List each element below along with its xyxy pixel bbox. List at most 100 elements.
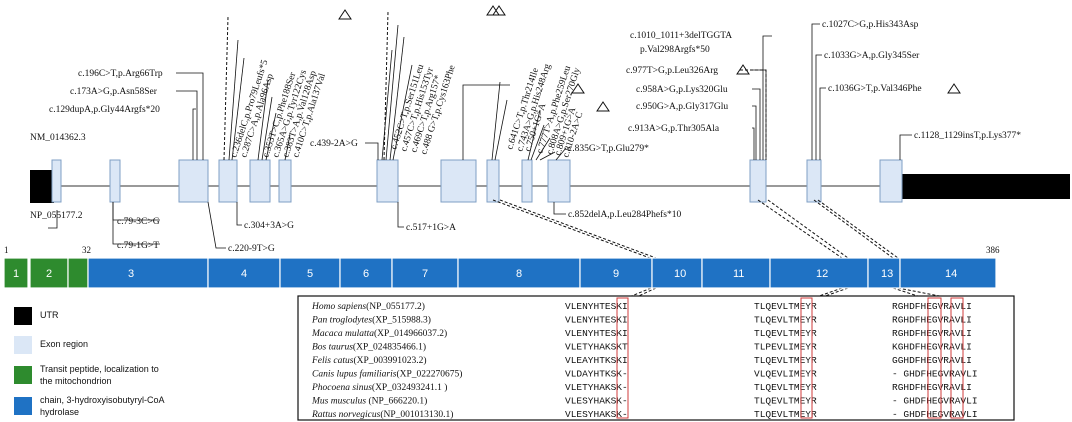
protein-segment — [457, 257, 581, 289]
sequence-segment: TLQEVLTMEYR — [754, 409, 817, 420]
leader-line — [389, 36, 405, 161]
protein-segment — [867, 257, 901, 289]
mutation-label: c.1010_1011+3delTGGTA — [630, 31, 732, 41]
species-name: Bos taurus(XP_024835466.1) — [312, 342, 426, 353]
highlight-column — [950, 297, 964, 419]
sequence-segment: TLQEVLTMEYR — [754, 301, 817, 312]
sequence-segment: RGHDFHEGVRAVLI — [892, 328, 972, 339]
exon-block — [749, 159, 767, 203]
leader-line — [284, 134, 291, 161]
leader-line — [762, 35, 772, 160]
mutation-label: c.129dupA,p.Gly44Argfs*20 — [49, 104, 160, 115]
exon-block — [109, 159, 121, 203]
sequence-segment: VLETYHAKSK- — [565, 382, 628, 393]
species-name: Pan troglodytes(XP_515988.3) — [311, 315, 431, 326]
leader-line — [494, 99, 508, 161]
species-name: Macaca mulatta(XP_014966037.2) — [311, 328, 447, 339]
leader-line — [365, 142, 379, 160]
mutation-label: c.304+3A>G — [244, 221, 294, 231]
leader-line — [555, 147, 567, 161]
leader-line — [815, 54, 822, 160]
protein-segment — [3, 257, 29, 289]
mutation-label: c.196C>T,p.Arg66Trp — [78, 69, 163, 79]
protein-segment-label: 3 — [128, 268, 134, 280]
legend-chain-swatch — [14, 397, 32, 415]
protein-segment-label: 1 — [13, 268, 19, 280]
protein-segment — [279, 257, 341, 289]
species-name: Mus musculus (NP_666220.1) — [311, 396, 427, 407]
sequence-segment: VLDAYHTKSK- — [565, 369, 628, 380]
mutation-labels: c.196C>T,p.Arg66Trp c.173A>G,p.Asn58Ser … — [49, 20, 1021, 159]
protein-segment — [339, 257, 393, 289]
sequence-segment: - GHDFHEGVRAVLI — [892, 369, 978, 380]
leader-line — [257, 79, 269, 161]
protein-segment-label: 11 — [733, 268, 744, 280]
sequence-segment: - GHDFHEGVRAVLI — [892, 396, 978, 407]
sequence-segment: TLQEVLTMEYR — [754, 355, 817, 366]
protein-segment — [651, 257, 703, 289]
mutation-label: c.1036G>T,p.Val346Phe — [828, 84, 922, 94]
exon-block — [51, 159, 62, 203]
protein-segment-label: 6 — [363, 268, 369, 280]
sequence-segment: VLENYHTESKI — [565, 301, 628, 312]
exon-block — [249, 159, 271, 203]
exon-block — [806, 159, 822, 203]
triangle-icon — [596, 101, 610, 112]
leader-line — [261, 96, 273, 161]
protein-segment-label: 10 — [674, 268, 686, 280]
conserved-highlights — [616, 297, 964, 419]
sequence-segment: TLQEVLTMEYR — [754, 382, 817, 393]
highlight-column — [927, 297, 942, 419]
alignment-box — [297, 295, 1015, 421]
protein-transit-end-label: 32 — [82, 245, 91, 255]
legend-exon-label: Exon region — [40, 339, 88, 349]
leader-line — [535, 137, 551, 161]
leader-line — [527, 109, 541, 161]
species-name: Felis catus(XP_003991023.2) — [311, 355, 427, 366]
mutation-label: p.Val298Argfs*50 — [640, 44, 710, 55]
protein-segment-label: 2 — [46, 268, 52, 280]
exon-block — [547, 159, 571, 203]
protein-segment-label: 14 — [945, 268, 957, 280]
leader-line — [228, 39, 239, 161]
triangle-icon — [338, 9, 352, 20]
exon-block — [278, 159, 292, 203]
mutation-label: c.950G>A,p.Gly317Glu — [636, 102, 728, 112]
legend-chain-label: chain, 3-hydroxyisobutyryl-CoA — [40, 395, 165, 405]
sequence-segment: TLPEVLIMEYR — [754, 342, 817, 353]
mutation-label: c.835G>T,p.Glu279* — [568, 144, 649, 154]
triangle-icon — [736, 64, 750, 75]
mutation-label: c.1027C>G,p.His343Asp — [822, 20, 919, 30]
protein-segment — [87, 257, 209, 289]
triangle-icon — [571, 83, 585, 94]
exon-block — [440, 159, 477, 203]
exon-group — [51, 159, 903, 203]
leader-line — [392, 64, 413, 161]
leader-line — [899, 134, 912, 160]
sequence-segment: RGHDFHEGVRAVLI — [892, 315, 972, 326]
sequence-segment: GGHDFHEGVRAVLI — [892, 355, 972, 366]
legend-transit-swatch — [14, 366, 32, 384]
legend-transit-label-2: the mitochondrion — [40, 376, 112, 386]
leader-line — [811, 23, 820, 160]
protein-segment — [899, 257, 997, 289]
protein-segment — [207, 257, 281, 289]
dashed-leader — [813, 199, 894, 259]
species-name: Phocoena sinus(XP_032493241.1 ) — [311, 382, 447, 393]
leader-line — [539, 151, 556, 161]
leader-line — [752, 88, 761, 160]
protein-segment-label: 9 — [613, 268, 619, 280]
leader-line — [752, 127, 755, 160]
protein-segment — [701, 257, 771, 289]
protein-segment — [391, 257, 459, 289]
protein-segment-label: 7 — [422, 268, 428, 280]
leader-line — [207, 201, 226, 249]
mutation-label: c.852delA,p.Leu284Phefs*10 — [568, 209, 681, 220]
leader-line — [176, 72, 204, 160]
legend: UTR Exon region Transit peptide, localiz… — [14, 307, 165, 417]
protein-segment — [67, 257, 89, 289]
sequence-segment: TLQEVLTMEYR — [754, 315, 817, 326]
triangle-icon — [492, 5, 506, 16]
dashed-leader — [757, 199, 843, 259]
